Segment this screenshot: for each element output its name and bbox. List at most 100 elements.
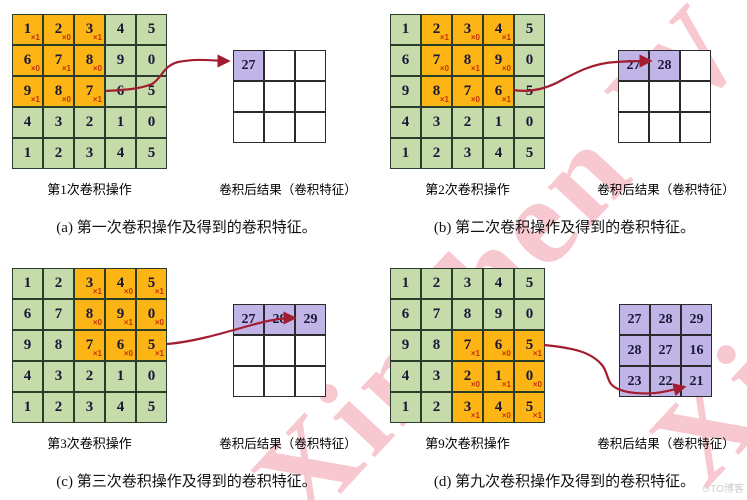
matrix-cell: 7×1 — [74, 76, 105, 107]
matrix-cell: 0 — [514, 45, 545, 76]
kernel-multiplier: ×0 — [92, 64, 102, 73]
matrix-cell: 7×1 — [43, 45, 74, 76]
matrix-cell: 1 — [390, 138, 421, 169]
kernel-multiplier: ×0 — [30, 64, 40, 73]
matrix-cell: 1 — [105, 107, 136, 138]
matrix-value: 1 — [401, 275, 410, 291]
matrix-value: 4 — [23, 368, 32, 384]
matrix-value: 3 — [85, 399, 94, 415]
matrix-value: 2 — [85, 368, 94, 384]
matrix-cell: 2 — [43, 138, 74, 169]
kernel-multiplier: ×1 — [154, 287, 164, 296]
matrix-value: 1 — [494, 368, 503, 384]
matrix-cell: 1×1 — [483, 361, 514, 392]
matrix-value: 5 — [147, 399, 156, 415]
matrix-cell: 9 — [105, 45, 136, 76]
result-cell — [680, 50, 711, 81]
matrix-value: 3 — [463, 145, 472, 161]
matrix-cell: 8×0 — [74, 45, 105, 76]
matrix-cell: 5×1 — [514, 330, 545, 361]
matrix-value: 3 — [463, 399, 472, 415]
matrix-value: 5 — [525, 83, 534, 99]
matrix-value: 8 — [85, 52, 94, 68]
result-cell — [295, 366, 326, 397]
kernel-multiplier: ×0 — [92, 318, 102, 327]
matrix-value: 4 — [401, 368, 410, 384]
matrix-cell: 8×0 — [43, 76, 74, 107]
caption: (c) 第三次卷积操作及得到的卷积特征。 — [56, 474, 317, 490]
matrix-cell: 5 — [514, 76, 545, 107]
matrix-value: 2 — [85, 114, 94, 130]
matrix-value: 2 — [54, 145, 63, 161]
kernel-multiplier: ×1 — [30, 33, 40, 42]
matrix-value: 3 — [54, 114, 63, 130]
kernel-multiplier: ×0 — [470, 33, 480, 42]
matrix-cell: 3×1 — [74, 268, 105, 299]
output-grid: 27 — [233, 50, 326, 143]
matrix-value: 5 — [147, 83, 156, 99]
kernel-multiplier: ×0 — [470, 95, 480, 104]
matrix-value: 0 — [147, 368, 156, 384]
matrix-value: 2 — [432, 399, 441, 415]
matrix-value: 2 — [54, 399, 63, 415]
matrix-value: 1 — [401, 21, 410, 37]
matrix-cell: 5×1 — [136, 330, 167, 361]
matrix-value: 6 — [23, 306, 32, 322]
matrix-value: 9 — [116, 306, 125, 322]
matrix-cell: 4 — [483, 138, 514, 169]
matrix-cell: 6 — [12, 299, 43, 330]
result-cell — [233, 366, 264, 397]
matrix-cell: 7×1 — [74, 330, 105, 361]
matrix-cell: 6×0 — [483, 330, 514, 361]
matrix-value: 4 — [494, 399, 503, 415]
matrix-value: 0 — [147, 114, 156, 130]
kernel-multiplier: ×1 — [439, 33, 449, 42]
matrix-value: 6 — [116, 83, 125, 99]
matrix-cell: 7×1 — [452, 330, 483, 361]
matrix-value: 4 — [116, 145, 125, 161]
matrix-cell: 1×1 — [12, 14, 43, 45]
site-watermark-badge: ⊙TO博客 — [701, 484, 744, 495]
matrix-value: 3 — [432, 114, 441, 130]
result-cell — [295, 81, 326, 112]
caption: (b) 第二次卷积操作及得到的卷积特征。 — [433, 220, 696, 236]
matrix-value: 8 — [54, 337, 63, 353]
matrix-cell: 4 — [105, 138, 136, 169]
matrix-value: 3 — [85, 145, 94, 161]
matrix-cell: 2×0 — [452, 361, 483, 392]
matrix-value: 9 — [401, 83, 410, 99]
matrix-cell: 4 — [105, 392, 136, 423]
matrix-cell: 8 — [43, 330, 74, 361]
matrix-value: 7 — [54, 52, 63, 68]
result-cell: 23 — [619, 366, 650, 397]
matrix-value: 4 — [116, 399, 125, 415]
result-cell — [295, 50, 326, 81]
matrix-cell: 1 — [390, 268, 421, 299]
matrix-value: 6 — [494, 337, 503, 353]
matrix-value: 7 — [432, 52, 441, 68]
matrix-value: 6 — [401, 306, 410, 322]
matrix-value: 8 — [54, 83, 63, 99]
matrix-value: 3 — [463, 275, 472, 291]
matrix-value: 5 — [147, 145, 156, 161]
matrix-cell: 1 — [390, 14, 421, 45]
kernel-multiplier: ×0 — [501, 64, 511, 73]
matrix-cell: 7 — [421, 299, 452, 330]
result-cell: 29 — [295, 304, 326, 335]
matrix-value: 0 — [525, 114, 534, 130]
matrix-cell: 2 — [74, 107, 105, 138]
matrix-value: 5 — [525, 21, 534, 37]
result-cell: 27 — [233, 50, 264, 81]
kernel-multiplier: ×1 — [61, 64, 71, 73]
matrix-value: 1 — [116, 368, 125, 384]
matrix-cell: 6×1 — [483, 76, 514, 107]
matrix-cell: 3×1 — [452, 392, 483, 423]
matrix-cell: 8 — [421, 330, 452, 361]
matrix-cell: 5×1 — [514, 392, 545, 423]
kernel-multiplier: ×1 — [92, 349, 102, 358]
